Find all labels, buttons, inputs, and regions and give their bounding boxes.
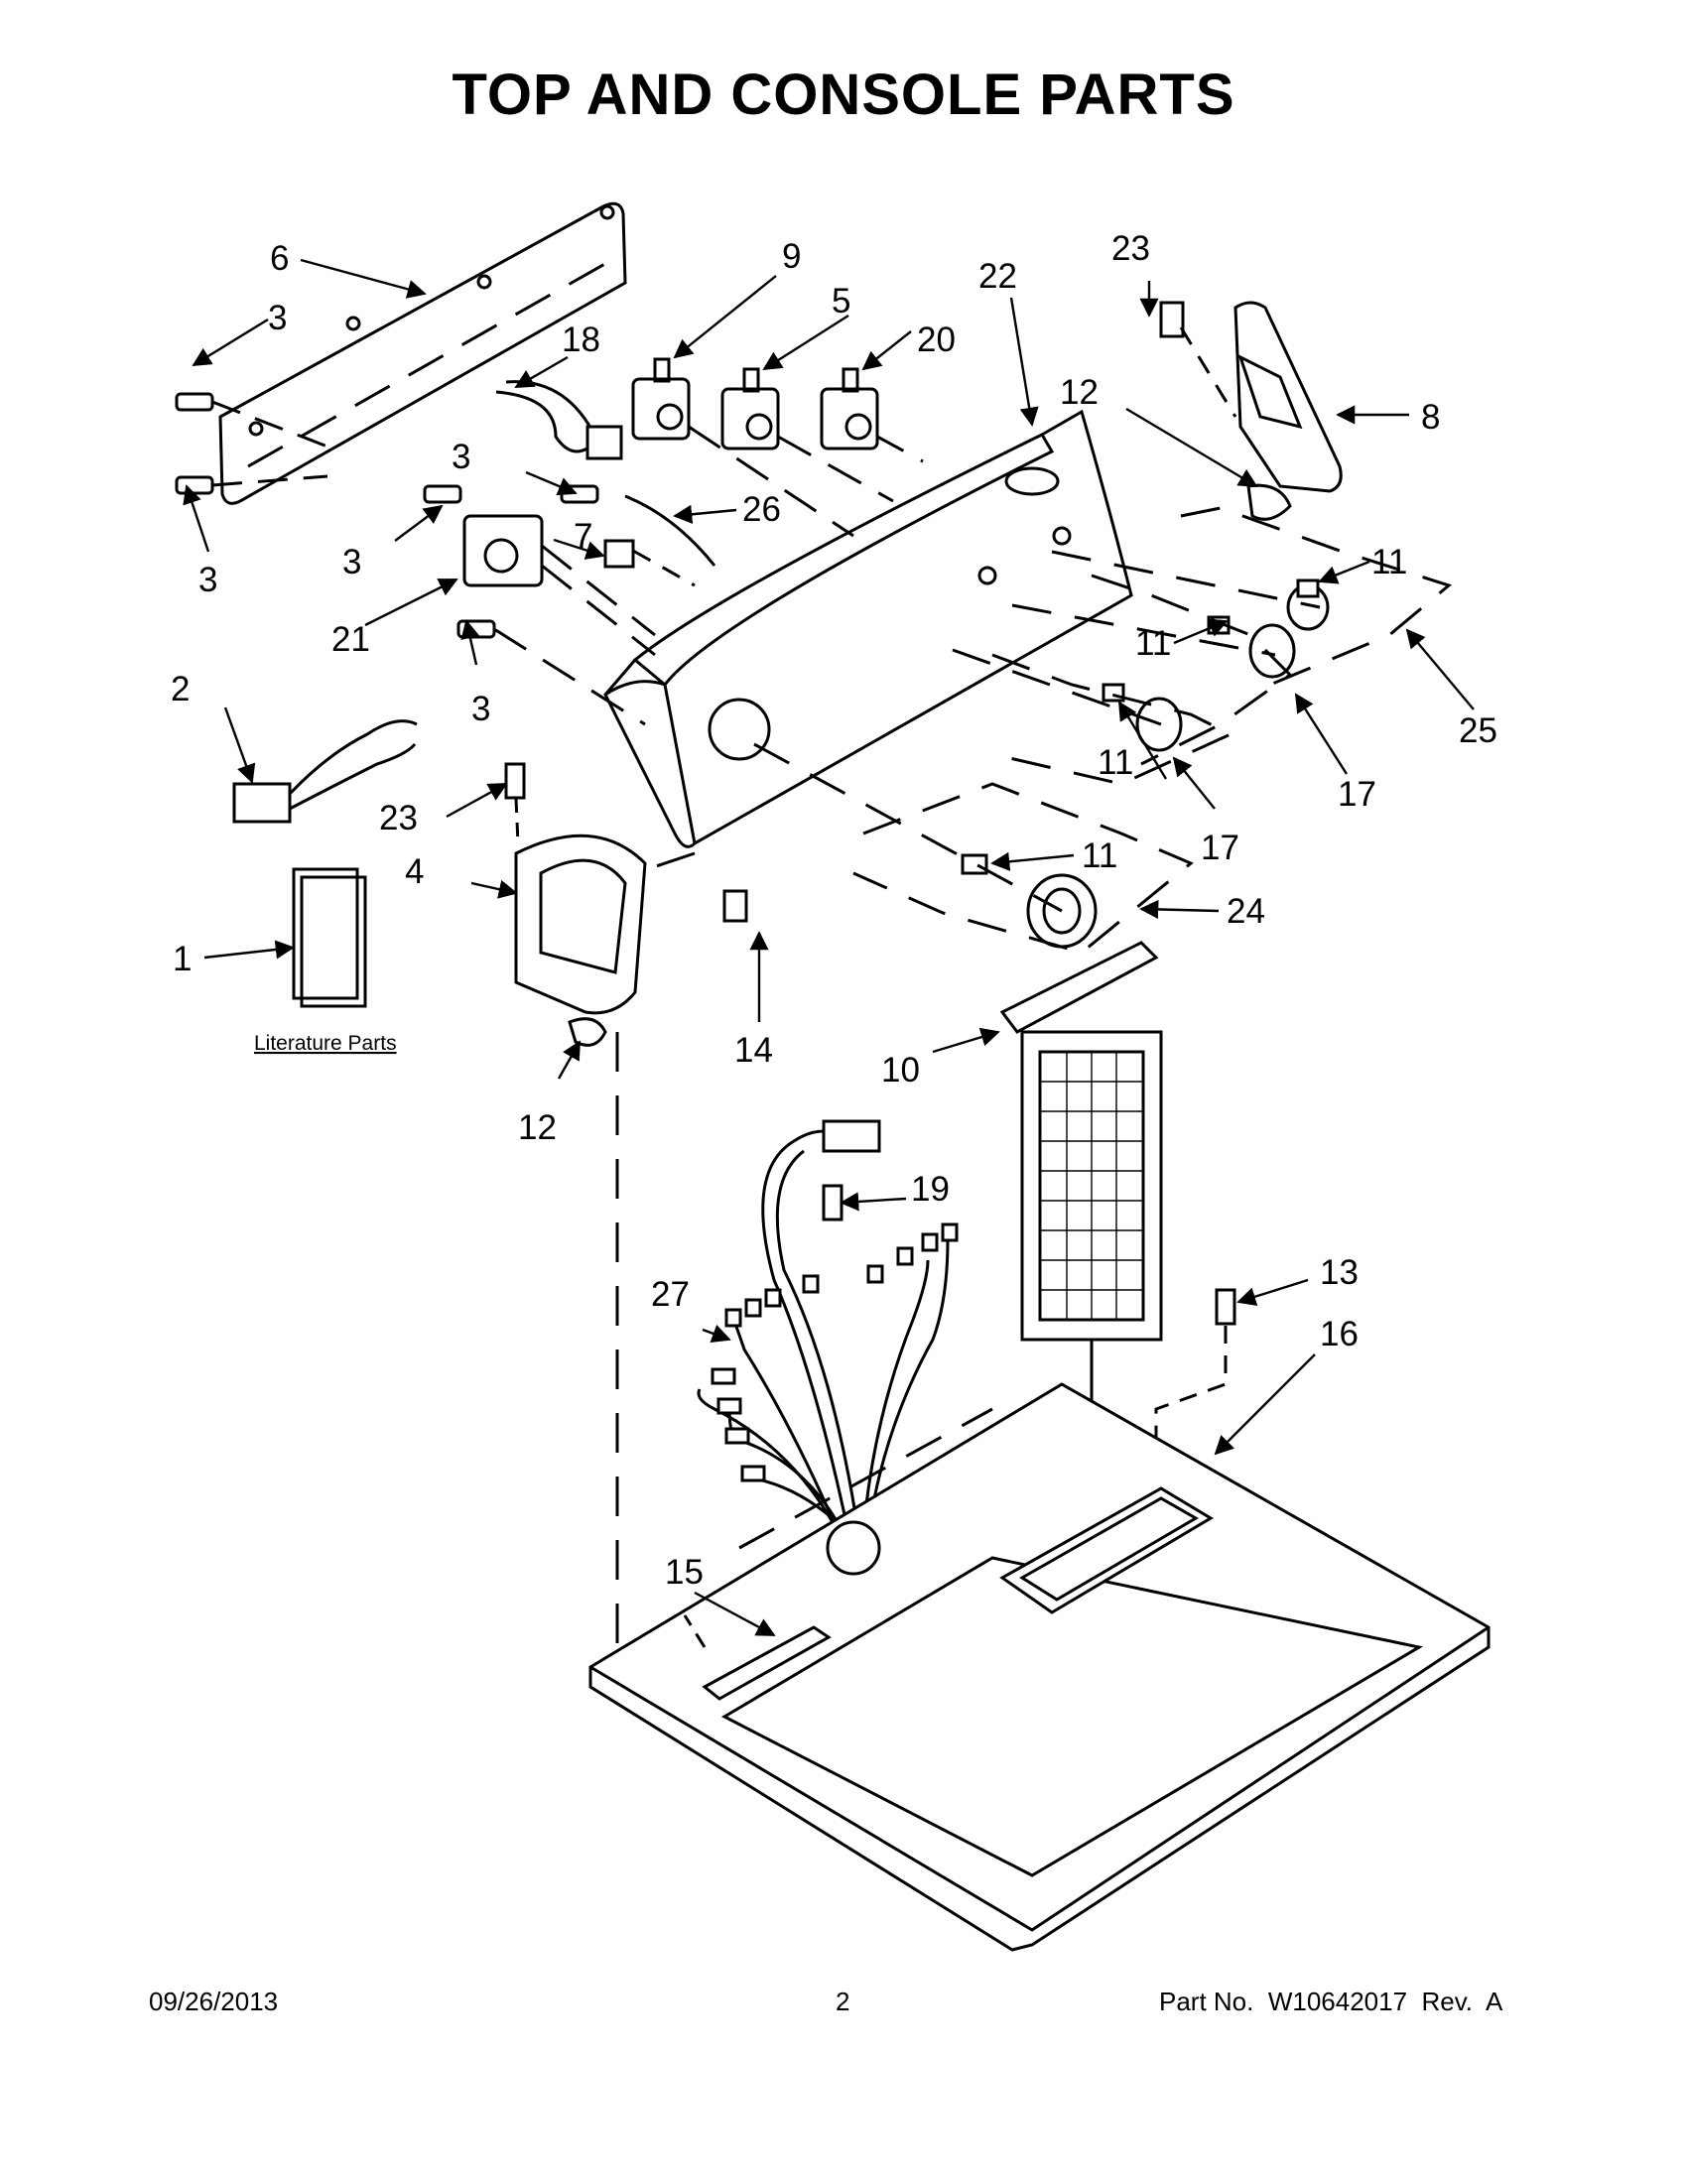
main-wire-harness-27 [697,1119,959,1535]
callout-11b: 11 [1135,624,1171,663]
callout-24: 24 [1227,892,1265,931]
screw-23a [1159,301,1185,338]
callout-15: 15 [665,1553,704,1592]
callout-21: 21 [331,620,370,659]
literature-booklet [292,867,359,1000]
callout-27: 27 [651,1275,690,1314]
callout-3c: 3 [452,438,470,476]
wire-harness-18 [495,380,623,460]
dryer-top-16 [588,1382,1491,1952]
callout-11c: 11 [1098,743,1133,782]
clip-11d [961,853,988,875]
console [603,409,1133,848]
clip-11a [1296,578,1320,598]
screw-3e [456,619,496,639]
callout-19: 19 [911,1170,950,1209]
callout-23b: 23 [379,799,418,837]
callout-18: 18 [562,321,600,359]
wire-26 [624,494,716,567]
callout-3b: 3 [198,561,217,599]
screw-14 [722,889,748,923]
screw-13 [1215,1288,1236,1326]
callout-2: 2 [171,670,190,708]
callout-12a: 12 [1060,373,1099,412]
switch-20 [820,367,879,450]
screw-19 [822,1184,844,1221]
clip-12b [568,1017,607,1047]
callout-17a: 17 [1338,775,1376,814]
callout-26: 26 [742,490,781,529]
screw-3a [175,392,214,412]
footer-page-number: 2 [836,1987,850,2016]
page-title: TOP AND CONSOLE PARTS [452,63,1235,127]
callout-23a: 23 [1111,229,1150,268]
callout-13: 13 [1320,1253,1359,1292]
switch-5 [720,367,780,450]
literature-parts-label: Literature Parts [254,1032,397,1055]
callout-8: 8 [1421,398,1440,437]
strip-15 [702,1625,832,1701]
switch-9 [631,357,691,441]
callout-12b: 12 [518,1108,557,1147]
callout-17b: 17 [1201,829,1239,867]
wire-harness-2 [232,719,418,824]
callout-3d: 3 [342,543,361,581]
lint-screen-10 [999,941,1163,1342]
screw-23b [504,762,526,800]
callout-22: 22 [978,257,1017,296]
knob-17a [1248,623,1296,679]
callout-7: 7 [574,517,592,556]
control-21 [462,514,656,657]
callout-11d: 11 [1082,836,1117,875]
callout-9: 9 [782,237,801,276]
clip-12a [1246,483,1292,521]
console-end-cap [1233,301,1343,493]
callout-14: 14 [734,1031,773,1070]
footer-part-number: Part No. W10642017 Rev. A [1159,1987,1503,2016]
screw-3b [175,475,214,495]
console-side-cover-4 [514,834,647,1015]
callout-11a: 11 [1371,543,1407,581]
callout-3e: 3 [471,690,490,728]
sensor-7 [603,539,696,587]
callout-5: 5 [832,282,850,321]
callout-10: 10 [881,1051,920,1090]
callout-4: 4 [405,852,424,891]
callout-16: 16 [1320,1315,1359,1353]
callout-25: 25 [1459,711,1497,750]
screw-3c [423,484,462,504]
callout-20: 20 [917,321,956,359]
callout-3a: 3 [268,299,287,337]
console-back-panel [218,201,627,505]
callout-1: 1 [173,940,192,978]
footer-date: 09/26/2013 [149,1987,279,2016]
callout-6: 6 [270,239,289,278]
